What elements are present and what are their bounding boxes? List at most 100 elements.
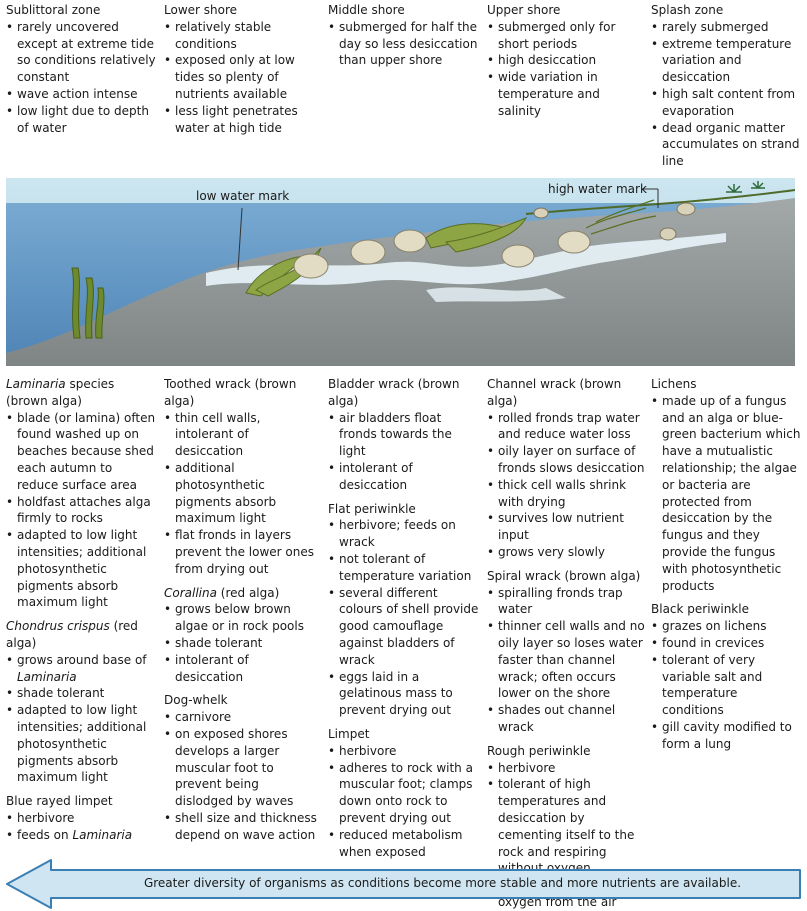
organisms-col-3: Bladder wrack (brown alga) air bladders … [328,376,480,860]
organism-bullet: survives low nutrient input [487,510,645,544]
organism-bullet: air bladders float fronds towards the li… [328,410,480,460]
organism-title: Rough periwinkle [487,743,645,760]
organism-bullet: thin cell walls, intolerant of desiccati… [164,410,320,460]
organism-bullet: herbivore [6,810,156,827]
organism-title-italic: Laminaria [6,377,66,391]
zone-middle-shore: Middle shore submerged for half the day … [328,2,478,69]
organism-bullet-text: grows around base of [17,653,147,667]
zone-bullet: wide variation in temperature and salini… [487,69,645,119]
organism-bullet: not tolerant of temperature variation [328,551,480,585]
organisms-col-5: Lichens made up of a fungus and an alga … [651,376,801,753]
zone-splash: Splash zone rarely submerged extreme tem… [651,2,801,170]
organism-bullet: thick cell walls shrink with drying [487,477,645,511]
organism-dog-whelk: Dog-whelk carnivore on exposed shores de… [164,692,320,843]
organism-toothed-wrack: Toothed wrack (brown alga) thin cell wal… [164,376,320,578]
organisms-col-1: Laminaria species (brown alga) blade (or… [6,376,156,844]
zone-bullet: low light due to depth of water [6,103,156,137]
organism-bullet: grazes on lichens [651,618,801,635]
organism-title: Flat periwinkle [328,501,480,518]
organism-title: Spiral wrack (brown alga) [487,568,645,585]
organism-bullet: spiralling fronds trap water [487,585,645,619]
zone-sublittoral: Sublittoral zone rarely uncovered except… [6,2,156,136]
organism-bullet-italic: Laminaria [72,828,132,842]
organism-corallina: Corallina (red alga) grows below brown a… [164,585,320,686]
organism-bullet: tolerant of very variable salt and tempe… [651,652,801,719]
zone-title: Splash zone [651,2,801,19]
organism-bullet: shell size and thickness depend on wave … [164,810,320,844]
organism-limpet: Limpet herbivore adheres to rock with a … [328,726,480,860]
organism-bullet: grows around base of Laminaria [6,652,156,686]
organism-title: Channel wrack (brown alga) [487,376,645,410]
organism-bullet: on exposed shores develops a larger musc… [164,726,320,810]
organism-title: Bladder wrack (brown alga) [328,376,480,410]
organism-bullet: thinner cell walls and no oily layer so … [487,618,645,702]
organism-bullet: reduced metabolism when exposed [328,827,480,861]
organism-bullet: adapted to low light intensities; additi… [6,702,156,786]
organism-title: Toothed wrack (brown alga) [164,376,320,410]
arrow-caption: Greater diversity of organisms as condit… [90,876,795,890]
zone-bullet: exposed only at low tides so plenty of n… [164,52,322,102]
zone-title: Lower shore [164,2,322,19]
zone-bullet: rarely uncovered except at extreme tide … [6,19,156,86]
organism-chondrus: Chondrus crispus (red alga) grows around… [6,618,156,786]
organism-bullet: grows very slowly [487,544,645,561]
organism-bullet: additional photosynthetic pigments absor… [164,460,320,527]
organism-bullet-text: feeds on [17,828,69,842]
organism-bullet: carnivore [164,709,320,726]
organism-bullet: gill cavity modified to form a lung [651,719,801,753]
organism-black-periwinkle: Black periwinkle grazes on lichens found… [651,601,801,752]
zone-bullet: relatively stable conditions [164,19,322,53]
zone-lower-shore: Lower shore relatively stable conditions… [164,2,322,136]
zone-upper-shore: Upper shore submerged only for short per… [487,2,645,120]
organism-bullet: intolerant of desiccation [328,460,480,494]
organism-bullet: found in crevices [651,635,801,652]
zone-bullet: submerged only for short periods [487,19,645,53]
organism-bullet: eggs laid in a gelatinous mass to preven… [328,669,480,719]
organism-bullet: several different colours of shell provi… [328,585,480,669]
organism-bullet: adapted to low light intensities; additi… [6,527,156,611]
organism-bullet: herbivore [328,743,480,760]
organism-bullet: herbivore [487,760,645,777]
organism-title: Lichens [651,376,801,393]
zone-bullet: wave action intense [6,86,156,103]
high-water-mark-label: high water mark [548,182,647,196]
organism-bullet: rolled fronds trap water and reduce wate… [487,410,645,444]
organism-channel-wrack: Channel wrack (brown alga) rolled fronds… [487,376,645,561]
organism-title: Dog-whelk [164,692,320,709]
organism-title: (red alga) [217,586,279,600]
organism-bullet: made up of a fungus and an alga or blue-… [651,393,801,595]
zone-bullet: rarely submerged [651,19,801,36]
organism-bullet: shades out channel wrack [487,702,645,736]
organism-title: Limpet [328,726,480,743]
zone-bullet: high desiccation [487,52,645,69]
organisms-col-4: Channel wrack (brown alga) rolled fronds… [487,376,645,911]
zone-bullet: less light penetrates water at high tide [164,103,322,137]
organism-title: Blue rayed limpet [6,793,156,810]
low-water-mark-label: low water mark [196,189,289,203]
zone-bullet: submerged for half the day so less desic… [328,19,478,69]
organism-bullet: oily layer on surface of fronds slows de… [487,443,645,477]
organism-bullet: grows below brown algae or in rock pools [164,601,320,635]
zone-bullet: high salt content from evaporation [651,86,801,120]
organism-bullet-italic: Laminaria [17,670,77,684]
zone-title: Sublittoral zone [6,2,156,19]
organisms-col-2: Toothed wrack (brown alga) thin cell wal… [164,376,320,844]
organism-bullet: holdfast attaches alga firmly to rocks [6,494,156,528]
organism-title-italic: Corallina [164,586,217,600]
organism-title: Black periwinkle [651,601,801,618]
organism-flat-periwinkle: Flat periwinkle herbivore; feeds on wrac… [328,501,480,719]
organism-spiral-wrack: Spiral wrack (brown alga) spiralling fro… [487,568,645,736]
organism-bullet: herbivore; feeds on wrack [328,517,480,551]
zone-title: Upper shore [487,2,645,19]
organism-bullet: feeds on Laminaria [6,827,156,844]
zone-bullet: dead organic matter accumulates on stran… [651,120,801,170]
zone-title: Middle shore [328,2,478,19]
organism-blue-rayed-limpet: Blue rayed limpet herbivore feeds on Lam… [6,793,156,843]
shore-illustration: low water mark high water mark [6,178,795,366]
organism-bullet: adheres to rock with a muscular foot; cl… [328,760,480,827]
zone-bullet: extreme temperature variation and desicc… [651,36,801,86]
organism-bullet: flat fronds in layers prevent the lower … [164,527,320,577]
organism-bullet: shade tolerant [164,635,320,652]
organism-title-italic: Chondrus crispus [6,619,110,633]
organism-laminaria: Laminaria species (brown alga) blade (or… [6,376,156,611]
